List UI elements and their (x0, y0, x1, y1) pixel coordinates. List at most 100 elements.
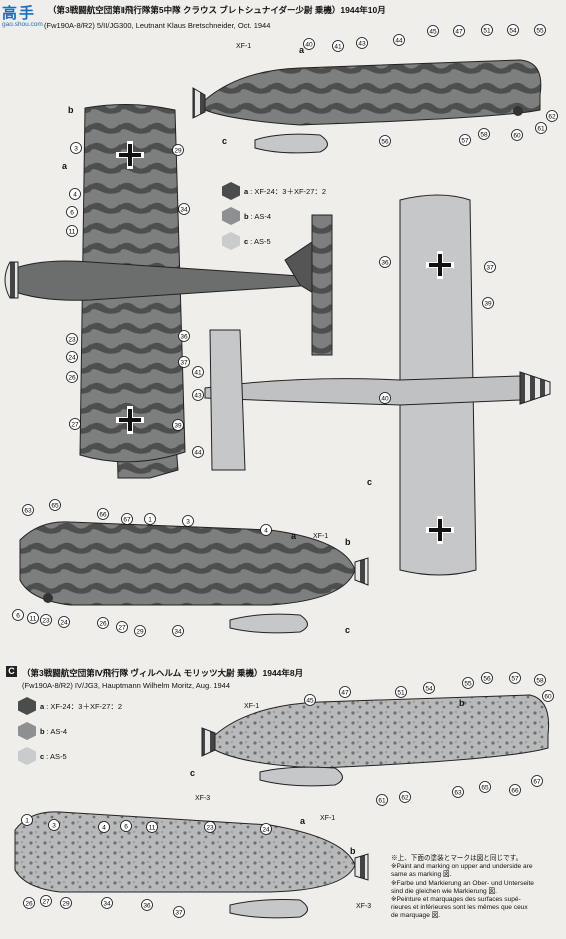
callout-number: 36 (180, 334, 188, 341)
balkenkreuz-icon (426, 251, 454, 279)
callout-number: 24 (262, 827, 270, 834)
callout-circle (49, 499, 61, 511)
note-line: ※Farbe und Markierung an Ober- und Unter… (391, 879, 534, 887)
callout-number: 65 (51, 503, 59, 510)
callout-number: 41 (334, 44, 342, 51)
callout-number: 1 (25, 818, 29, 825)
note-line: ※Peinture et marquages des surfaces supé… (391, 896, 521, 904)
callout-number: 34 (174, 629, 182, 636)
profile-c-right (201, 694, 550, 787)
label-c: c (190, 768, 196, 778)
spinner-icon (4, 261, 19, 299)
swatch-code: AS-4 (254, 211, 272, 221)
section-c-badge: C (6, 666, 17, 677)
callout-number: 55 (536, 28, 544, 35)
callout-number: 60 (513, 133, 521, 140)
fuselage-side (204, 59, 542, 126)
callout-circle (356, 37, 368, 49)
callout-circle (70, 142, 82, 154)
label-c: c (367, 477, 373, 487)
callout-circle (172, 419, 184, 431)
callout-number: 4 (102, 825, 106, 832)
section-c-title-jp: （第3戦闘航空団第Ⅳ飛行隊 ヴィルヘルム モリッツ大尉 乗機）1944年8月 (22, 668, 304, 678)
underside-fuselage (204, 375, 536, 406)
fuselage-side (214, 694, 550, 769)
callout-number: 65 (481, 785, 489, 792)
callout-circle (144, 513, 156, 525)
callout-number: 56 (483, 676, 491, 683)
site-watermark: 高手 gao.shou.com (2, 2, 62, 36)
swatch-letter: c (40, 751, 45, 761)
callout-circle (178, 356, 190, 368)
label-c: c (222, 136, 228, 146)
marking-notes: ※上、下面の塗装とマークは図と同じです。 ※Paint and marking … (391, 855, 563, 921)
callout-circle (69, 188, 81, 200)
label-b: b (345, 537, 351, 547)
callout-number: 60 (544, 694, 552, 701)
callout-circle (116, 621, 128, 633)
callout-number: 54 (425, 686, 433, 693)
callout-circle (204, 821, 216, 833)
callout-number: 67 (123, 517, 131, 524)
callout-circle (40, 895, 52, 907)
callout-number: 45 (429, 29, 437, 36)
callout-circle (479, 781, 491, 793)
callout-number: 23 (42, 618, 50, 625)
spinner-icon (519, 371, 551, 405)
callout-circle (509, 672, 521, 684)
callout-number: 62 (401, 795, 409, 802)
callout-circle (260, 823, 272, 835)
callout-circle (481, 24, 493, 36)
callout-circle (453, 25, 465, 37)
callout-circle (192, 389, 204, 401)
hex-swatch-icon (18, 722, 36, 740)
callout-number: 54 (509, 28, 517, 35)
callout-circle (172, 144, 184, 156)
callout-circle (481, 672, 493, 684)
hex-swatch-icon (222, 207, 240, 225)
callout-number: 23 (68, 337, 76, 344)
drop-tank-icon (229, 899, 308, 919)
callout-circle (303, 38, 315, 50)
callout-number: 57 (461, 138, 469, 145)
callout-circle (12, 609, 24, 621)
callout-circle (395, 686, 407, 698)
callout-number: 37 (175, 910, 183, 917)
tail-wheel-icon (43, 593, 53, 603)
drop-tank-icon (259, 766, 343, 787)
label-a: a (299, 45, 305, 55)
callout-circle (192, 446, 204, 458)
callout-circle (459, 134, 471, 146)
balkenkreuz-icon (116, 141, 144, 169)
callout-number: 61 (378, 798, 386, 805)
note-line: de marquage 図. (391, 912, 441, 920)
swatch-code: XF-24：3＋XF-27：2 (50, 701, 123, 711)
label-a: a (300, 816, 306, 826)
hex-swatch-icon (222, 182, 240, 200)
callout-circle (484, 261, 496, 273)
callout-number: 47 (455, 29, 463, 36)
callout-number: 11 (30, 616, 37, 623)
callout-circle (482, 297, 494, 309)
callout-circle (509, 784, 521, 796)
drop-tank-icon (229, 613, 308, 634)
callout-number: 47 (341, 690, 349, 697)
callout-number: 29 (136, 629, 144, 636)
callout-circle (23, 897, 35, 909)
note-line: ※Paint and marking on upper and undersid… (391, 863, 533, 871)
label-a: a (62, 161, 68, 171)
callout-circle (304, 694, 316, 706)
callout-circle (546, 110, 558, 122)
section-b-title-en: (Fw190A-8/R2) 5/II/JG300, Leutnant Klaus… (44, 21, 271, 30)
note-line: rieures et inférieures sont les mêmes qu… (391, 904, 528, 912)
note-line: same as marking 図. (391, 871, 452, 879)
callout-circle (101, 897, 113, 909)
swatch-letter: b (244, 211, 249, 221)
callout-number: 37 (486, 265, 494, 272)
callout-circle (531, 775, 543, 787)
callout-circle (379, 392, 391, 404)
profile-b-left (19, 521, 369, 634)
callout-circle (393, 34, 405, 46)
callout-number: 43 (194, 393, 202, 400)
